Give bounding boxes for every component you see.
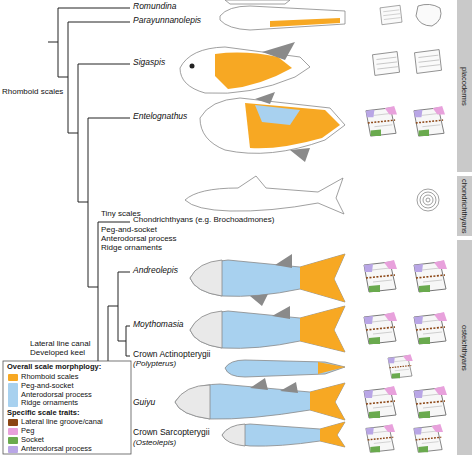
scale-drawing: [364, 260, 397, 292]
scale-drawing: [364, 386, 397, 418]
fish-body: [222, 422, 345, 447]
legend-swatch: [8, 446, 18, 453]
scale-drawing: [414, 106, 445, 136]
clade-name: placoderms: [461, 67, 469, 106]
rhomboid-region: [320, 422, 345, 447]
fish-head: [190, 311, 222, 348]
scale-drawing: [388, 354, 413, 378]
taxon-name: Guiyu: [133, 398, 155, 408]
peg-socket-region: [255, 105, 300, 125]
legend-swatch: [8, 428, 18, 435]
clade-name: chondrichthyans: [461, 179, 469, 234]
legend-swatch: [8, 419, 18, 426]
scale-drawing: [414, 312, 447, 344]
taxon-name: Parayunnanolepis: [133, 16, 201, 26]
scale-drawing: [416, 4, 441, 26]
legend-frame: [3, 361, 131, 454]
fish-body: [190, 306, 345, 352]
fin: [262, 42, 295, 60]
scale-drawing: [414, 260, 447, 292]
taxon-example: (Osteolepis): [133, 439, 176, 448]
taxon-name: Chondrichthyans (e.g. Brochoadmones): [133, 216, 274, 225]
node-trait: Peg-and-socket Anterodorsal process Ridg…: [101, 226, 181, 253]
scale-drawing: [417, 189, 439, 211]
scale-drawing: [366, 424, 395, 452]
node-trait: Rhomboid scales: [2, 88, 63, 97]
eye: [190, 64, 195, 69]
taxon-example: (Polypterus): [133, 360, 176, 369]
legend-swatch: [8, 437, 18, 444]
fish-body: [225, 360, 345, 377]
clade-name: osteichthyans: [461, 325, 469, 371]
scale-drawing: [414, 424, 443, 452]
taxon-name: Sigaspis: [133, 58, 165, 68]
legend-text: Lateral line groove/canal: [21, 418, 126, 427]
shark-outline: [185, 176, 344, 214]
fish-outline: [225, 0, 290, 4]
legend-text: Anterodorsal process: [21, 445, 126, 454]
taxon-name: Crown Actinopterygii: [133, 350, 210, 360]
clade-band: placoderms: [457, 0, 472, 172]
taxon-name: Crown Sarcopterygii: [133, 428, 210, 438]
scale-drawing: [380, 5, 402, 24]
taxon-name: Moythomasia: [133, 320, 184, 330]
fin: [272, 306, 290, 319]
legend-text: Peg-and-socket Anterodorsal process Ridg…: [21, 382, 101, 408]
taxon-name: Romundina: [133, 2, 176, 12]
fish-head: [190, 260, 222, 296]
fin: [250, 254, 292, 306]
fish-outline: [220, 6, 345, 30]
legend-swatch: [8, 374, 18, 381]
fin: [250, 378, 298, 393]
node-trait: Lateral line canal Developed keel: [30, 340, 96, 358]
fish-outline: [180, 47, 310, 93]
scale-drawing: [414, 386, 447, 418]
legend-heading: Specific scale traits:: [7, 409, 129, 417]
rhomboid-region: [245, 103, 340, 148]
fish-outline: [200, 98, 345, 153]
clade-band: osteichthyans: [457, 240, 472, 455]
scale-drawing: [364, 312, 397, 344]
fish-head: [222, 424, 245, 446]
rhomboid-region: [270, 18, 340, 27]
rhomboid-region: [300, 306, 345, 352]
taxon-name: Entelognathus: [133, 112, 187, 122]
scale-drawing: [366, 106, 397, 136]
legend-text: Peg: [21, 427, 126, 436]
rhomboid-region: [300, 254, 345, 302]
rhomboid-region: [318, 362, 345, 374]
scale-drawing: [415, 50, 442, 74]
legend-heading: Overall scale morphplogy:: [7, 363, 129, 371]
scale-drawing: [373, 52, 400, 76]
fish-head: [175, 385, 210, 419]
fin: [255, 92, 310, 162]
legend-text: Rhomboid scales: [21, 373, 126, 382]
taxon-name: Andreolepis: [133, 266, 178, 276]
legend-text: Socket: [21, 436, 126, 445]
rhomboid-region: [310, 383, 345, 420]
clade-band: chondrichthyans: [457, 176, 472, 236]
legend-swatch: [8, 383, 18, 407]
